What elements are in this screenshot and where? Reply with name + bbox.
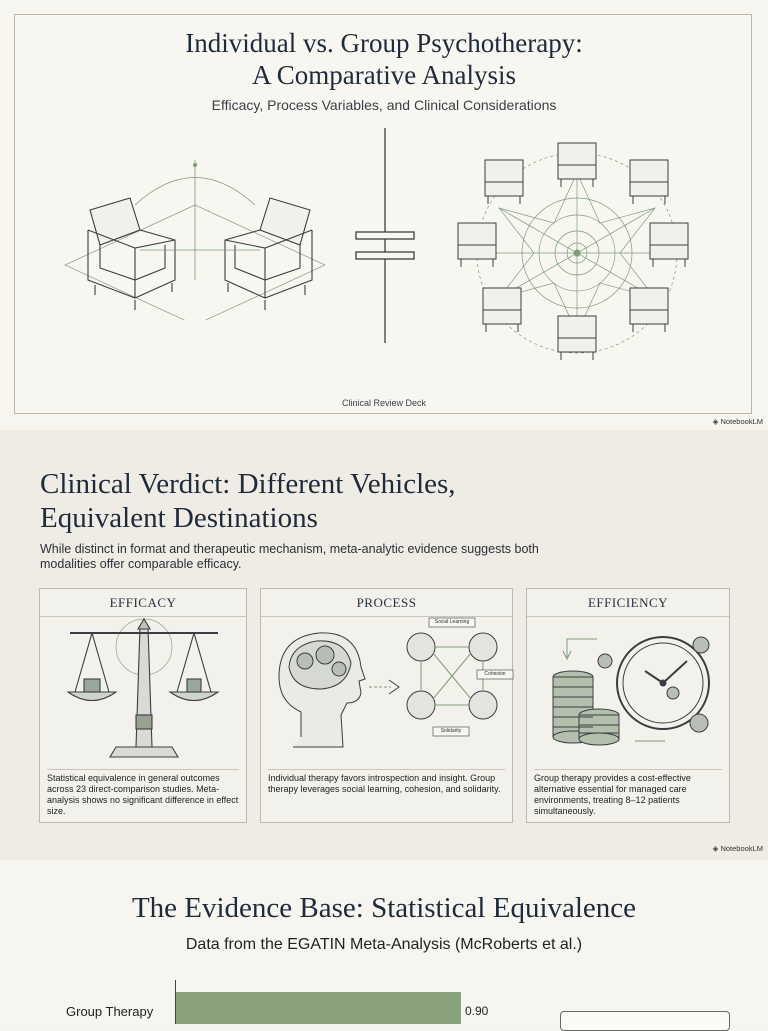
- bar-category-label: Group Therapy: [66, 1004, 154, 1019]
- title-subtitle: Efficacy, Process Variables, and Clinica…: [211, 97, 557, 113]
- bar-value-label: 0.90: [465, 1004, 489, 1018]
- title-slide: Individual vs. Group Psychotherapy: A Co…: [0, 0, 768, 430]
- card-text: Group therapy provides a cost-effective …: [534, 773, 691, 816]
- card-text: Statistical equivalence in general outco…: [47, 773, 239, 816]
- verdict-title-line-2: Equivalent Destinations: [40, 502, 318, 534]
- brand-label: NotebookLM: [720, 844, 763, 853]
- card-efficacy: EFFICACY Statistical equivalence in gene…: [39, 588, 247, 823]
- card-heading: EFFICIENCY: [527, 589, 729, 617]
- verdict-slide: Clinical Verdict: Different Vehicles, Eq…: [0, 430, 768, 860]
- balance-scale-icon: [66, 617, 220, 758]
- card-heading: EFFICACY: [40, 589, 246, 617]
- label-social-learning: Social Learning: [434, 619, 470, 625]
- card-efficiency: EFFICIENCY: [526, 588, 730, 823]
- verdict-title-line-1: Clinical Verdict: Different Vehicles,: [40, 468, 456, 500]
- label-cohesion: Cohesion: [484, 671, 506, 677]
- card-text-wrap: Individual therapy favors introspection …: [268, 769, 505, 795]
- title-line-1: Individual vs. Group Psychotherapy:: [185, 28, 583, 58]
- card-text-wrap: Group therapy provides a cost-effective …: [534, 769, 722, 817]
- brand-label: NotebookLM: [720, 417, 763, 426]
- brand-mark: ◈ NotebookLM: [713, 844, 763, 853]
- not-equal-sign-icon: [355, 128, 415, 343]
- label-solidarity: Solidarity: [440, 728, 462, 734]
- circle-of-eight-chairs-icon: [457, 142, 689, 360]
- title-slide-footer: Clinical Review Deck: [341, 398, 427, 408]
- card-text-wrap: Statistical equivalence in general outco…: [47, 769, 239, 817]
- two-armchairs-facing-icon: [64, 160, 326, 320]
- title-slide-frame: [14, 14, 752, 414]
- evidence-subtitle: Data from the EGATIN Meta-Analysis (McRo…: [185, 936, 583, 953]
- card-text: Individual therapy favors introspection …: [268, 773, 501, 794]
- brand-mark: ◈ NotebookLM: [713, 417, 763, 426]
- card-heading: PROCESS: [261, 589, 512, 617]
- title-line-2: A Comparative Analysis: [252, 60, 516, 90]
- notebooklm-logo-icon: ◈: [712, 417, 719, 426]
- bar-axis: [175, 980, 176, 1024]
- evidence-title: The Evidence Base: Statistical Equivalen…: [131, 892, 637, 924]
- brain-network-icon: [278, 617, 514, 748]
- legend-box: [560, 1011, 730, 1031]
- clock-coins-gears-icon: [552, 636, 710, 746]
- card-process: PROCESS: [260, 588, 514, 823]
- verdict-intro: While distinct in format and therapeutic…: [40, 542, 539, 571]
- notebooklm-logo-icon: ◈: [712, 844, 719, 853]
- bar-group-therapy: [176, 992, 461, 1024]
- evidence-slide: The Evidence Base: Statistical Equivalen…: [0, 860, 768, 1031]
